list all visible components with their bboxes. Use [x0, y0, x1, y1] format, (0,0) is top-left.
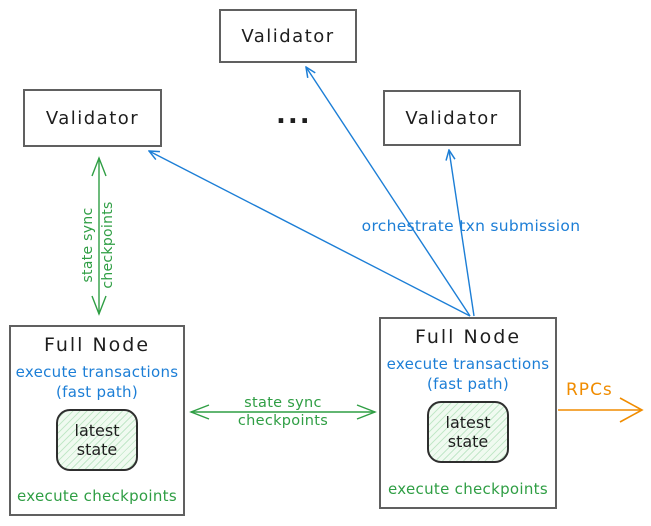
validator-box-right: Validator — [383, 90, 521, 146]
latest-state-line2: state — [76, 440, 118, 459]
state-sync-checkpoints-horizontal-label: state sync checkpoints — [208, 394, 358, 430]
state-sync-line: state sync — [244, 395, 322, 411]
fast-path-label: (fast path) — [55, 383, 139, 401]
checkpoints-line: checkpoints — [100, 201, 116, 289]
full-node-title: Full Node — [43, 334, 151, 356]
validator-box-left: Validator — [23, 89, 162, 147]
full-node-title: Full Node — [414, 326, 522, 348]
arrow-orchestrate-to-right-validator — [449, 150, 475, 317]
execute-transactions-label: execute transactions — [15, 363, 179, 381]
checkpoints-line: checkpoints — [237, 413, 329, 429]
latest-state-box: latest state — [56, 409, 138, 471]
state-sync-checkpoints-vertical-label: state sync checkpoints — [78, 175, 120, 315]
execute-checkpoints-label: execute checkpoints — [17, 487, 177, 505]
orchestrate-txn-submission-label: orchestrate txn submission — [361, 217, 581, 235]
arrow-orchestrate-to-left-validator — [149, 151, 471, 317]
validator-box-top: Validator — [219, 9, 357, 63]
execute-checkpoints-label: execute checkpoints — [388, 480, 548, 498]
fast-path-label: (fast path) — [426, 375, 510, 393]
latest-state-line1: latest — [445, 413, 491, 432]
latest-state-line2: state — [447, 432, 489, 451]
latest-state-line1: latest — [74, 421, 120, 440]
state-sync-line: state sync — [80, 207, 96, 283]
execute-transactions-label: execute transactions — [386, 355, 550, 373]
latest-state-box: latest state — [427, 401, 509, 463]
more-validators-ellipsis: ... — [276, 100, 312, 130]
validator-label: Validator — [241, 25, 335, 47]
validator-label: Validator — [405, 107, 499, 129]
arrow-orchestrate-to-top-validator — [306, 67, 471, 317]
full-node-box-left: Full Node execute transactions (fast pat… — [9, 325, 185, 516]
validator-label: Validator — [45, 107, 140, 129]
full-node-box-right: Full Node execute transactions (fast pat… — [379, 317, 557, 509]
rpcs-label: RPCs — [566, 380, 613, 400]
